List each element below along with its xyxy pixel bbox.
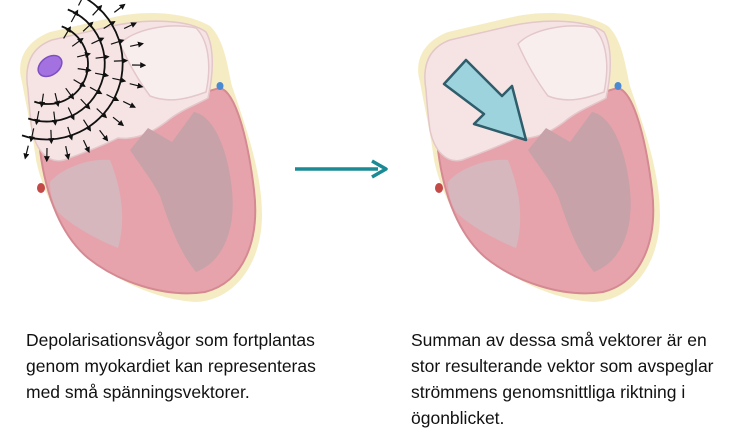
right-ventricle-cavity <box>528 112 631 272</box>
red-node-left <box>37 183 45 193</box>
small-vector-arrow <box>82 21 94 32</box>
caption-left: Depolarisationsvågor som fortplantas gen… <box>26 327 366 405</box>
wavefront-arc <box>33 25 89 105</box>
small-vector-arrow <box>80 98 91 110</box>
red-node-right <box>435 183 443 193</box>
small-vector-arrow <box>129 41 144 48</box>
small-vector-arrow <box>29 128 35 143</box>
small-vector-arrow <box>65 87 75 100</box>
blue-node-right <box>614 82 622 90</box>
small-vector-arrow <box>23 145 30 160</box>
caption-left-line: med små spänningsvektorer. <box>26 382 250 402</box>
atrium-right-lobe <box>517 25 608 101</box>
small-vector-arrow <box>122 100 136 108</box>
small-vector-arrow <box>103 20 116 30</box>
wavefront-arc <box>21 0 124 141</box>
small-vector-arrow <box>91 37 105 45</box>
caption-right-line: stor resulterande vektor som avspeglar <box>411 356 714 376</box>
small-vector-arrow <box>77 0 83 6</box>
small-vector-arrow <box>71 37 84 47</box>
heart-right <box>418 12 660 303</box>
caption-right: Summan av dessa små vektorer är en stor … <box>411 327 746 431</box>
sa-node <box>37 54 63 78</box>
small-vector-arrow <box>82 119 92 132</box>
resultant-vector-arrow <box>442 58 528 142</box>
small-vector-arrow <box>112 116 125 127</box>
caption-left-line: genom myokardiet kan representeras <box>26 356 316 376</box>
small-vector-arrow <box>113 57 129 64</box>
small-vector-arrow <box>95 54 110 61</box>
septum <box>516 162 574 267</box>
caption-right-line: ögonblicket. <box>411 408 505 428</box>
blue-node-left <box>216 82 224 90</box>
small-vector-arrow <box>94 71 110 78</box>
small-vector-arrow <box>77 66 92 73</box>
small-vector-arrow <box>34 110 41 126</box>
right-arrow-icon <box>295 159 388 179</box>
small-vector-arrow <box>112 77 127 83</box>
small-vector-arrow <box>129 82 144 89</box>
septum <box>118 162 176 267</box>
left-ventricle-cavity <box>448 159 521 248</box>
small-vector-arrow <box>54 92 60 107</box>
caption-left-line: Depolarisationsvågor som fortplantas <box>26 330 315 350</box>
small-vector-arrow <box>67 126 74 141</box>
small-vector-arrow <box>113 3 126 13</box>
small-vector-arrow <box>89 86 103 95</box>
small-vector-arrow <box>39 93 46 108</box>
small-vector-arrow <box>73 79 86 87</box>
small-vector-arrow <box>76 52 91 58</box>
heart-vector-diagram <box>20 0 660 303</box>
small-vector-arrow <box>106 93 120 102</box>
small-vector-arrow <box>64 145 71 160</box>
small-voltage-vectors <box>23 0 147 163</box>
caption-right-line: strömmens genomsnittliga riktning i <box>411 382 686 402</box>
small-vector-arrow <box>70 9 79 23</box>
small-vector-arrow <box>82 139 90 153</box>
caption-right-line: Summan av dessa små vektorer är en <box>411 330 707 350</box>
small-vector-arrow <box>110 38 125 45</box>
small-vector-arrow <box>48 129 55 145</box>
small-vector-arrow <box>67 107 75 121</box>
left-ventricle-cavity <box>50 159 123 248</box>
small-vector-arrow <box>96 108 108 119</box>
small-vector-arrow <box>63 26 71 39</box>
small-vector-arrow <box>99 129 109 142</box>
small-vector-arrow <box>123 22 137 30</box>
small-vector-arrow <box>92 4 103 16</box>
right-ventricle-cavity <box>130 112 233 272</box>
heart-left <box>20 0 262 303</box>
small-vector-arrow <box>51 111 58 126</box>
